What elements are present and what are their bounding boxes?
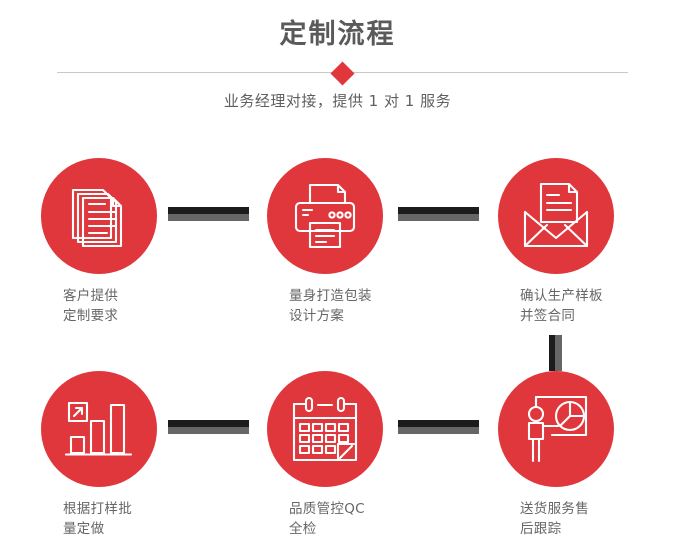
presenter-pie-chart-icon [527,395,588,463]
flow-step-3-label: 确认生产样板 并签合同 [520,288,603,324]
calendar-check-icon [292,396,358,462]
connector-horizontal-step1-step2 [168,207,249,221]
bar-chart-growth-icon [65,401,133,456]
flow-step-4-label: 根据打样批 量定做 [63,501,132,537]
connector-bar-light [168,214,249,221]
connector-horizontal-step5-step6 [398,420,479,434]
printer-icon [294,183,356,249]
connector-bar-dark [398,420,479,427]
flow-step-3-icon-circle[interactable] [498,158,614,274]
flow-step-6-icon-circle[interactable] [498,371,614,487]
documents-stack-icon [71,188,123,248]
envelope-document-icon [523,182,589,248]
connector-bar-dark [168,207,249,214]
flow-step-5-icon-circle[interactable] [267,371,383,487]
connector-horizontal-step2-step3 [398,207,479,221]
flow-step-4-icon-circle[interactable] [41,371,157,487]
connector-bar-light [555,335,562,371]
connector-bar-dark [549,335,555,371]
connector-bar-light [398,427,479,434]
page-subtitle: 业务经理对接，提供 1 对 1 服务 [223,92,452,110]
flow-step-6-label: 送货服务售 后跟踪 [520,501,589,537]
flow-step-1-label: 客户提供 定制要求 [63,288,119,324]
flow-step-2-label: 量身打造包装 设计方案 [289,288,372,324]
connector-bar-light [398,214,479,221]
title-divider [57,60,628,86]
connector-vertical-step3-step6 [549,335,562,371]
page-title: 定制流程 [279,19,396,50]
connector-bar-dark [398,207,479,214]
connector-horizontal-step4-step5 [168,420,249,434]
flow-step-1-icon-circle[interactable] [41,158,157,274]
flow-step-5-label: 品质管控QC 全检 [289,501,365,537]
connector-bar-light [168,427,249,434]
connector-bar-dark [168,420,249,427]
flow-step-2-icon-circle[interactable] [267,158,383,274]
